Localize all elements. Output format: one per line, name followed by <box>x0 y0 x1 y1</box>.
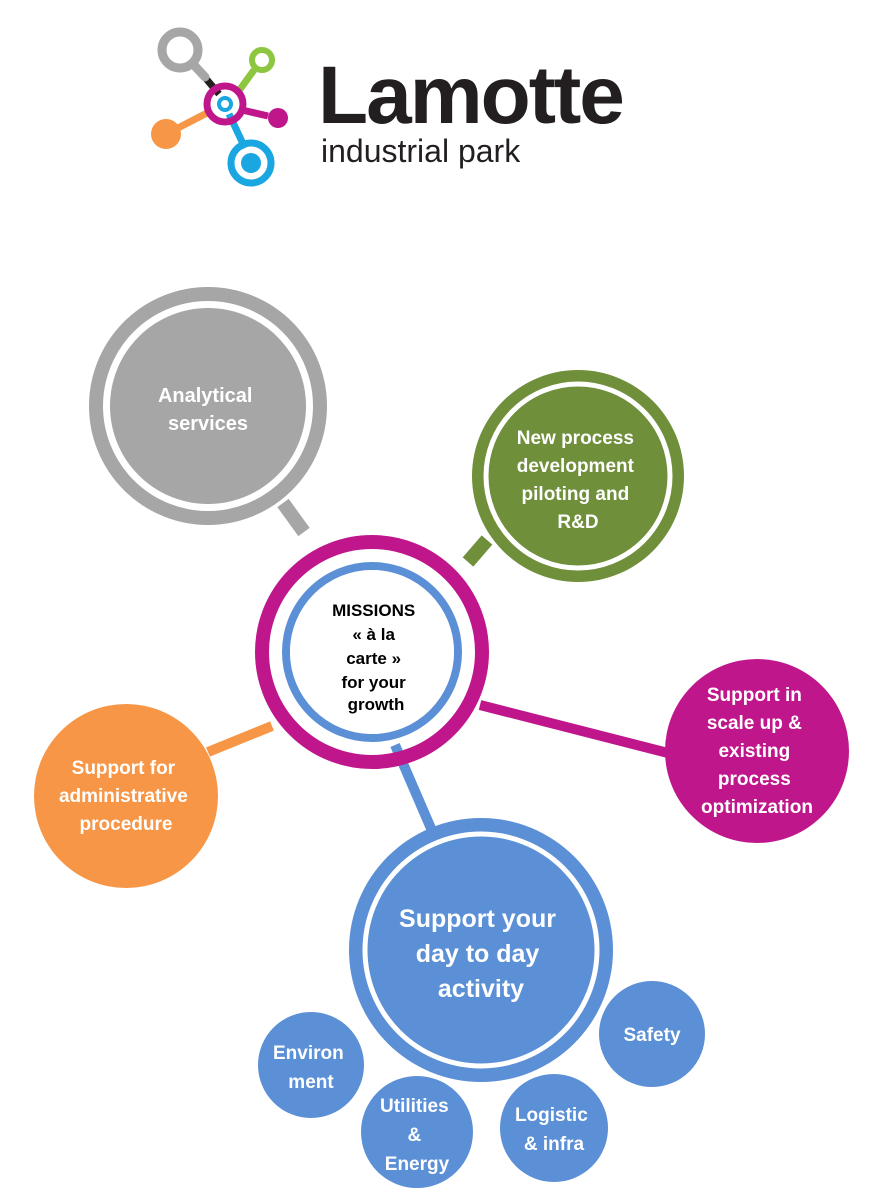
node-administrative: Support for administrative procedure <box>34 704 218 888</box>
node-label-scaleup: Support in scale up & existing process o… <box>701 685 813 818</box>
node-label-admin: Support for administrative procedure <box>59 758 193 835</box>
subnode-environment: Environ ment <box>254 1008 368 1122</box>
node-center-missions: MISSIONS « à la carte » for your growth <box>255 535 489 769</box>
subnode-utilities-energy: Utilities & Energy <box>357 1072 477 1192</box>
subnode-label-safety: Safety <box>623 1025 680 1046</box>
brand-name: Lamotte <box>318 50 623 141</box>
center-label: MISSIONS « à la carte » for your growth <box>332 601 420 714</box>
node-label-daytoday: Support your day to day activity <box>399 905 563 1003</box>
node-day-to-day: Support your day to day activity <box>349 818 613 1082</box>
subnode-label-logistic: Logistic & infra <box>515 1105 593 1155</box>
node-new-process-rnd: New process development piloting and R&D <box>472 370 684 582</box>
connector-rnd <box>462 535 493 567</box>
subnode-logistic-infra: Logistic & infra <box>496 1070 612 1186</box>
subnode-label-environment: Environ ment <box>273 1043 349 1093</box>
node-label-analytical: Analytical services <box>158 385 258 435</box>
connector-scaleup <box>478 700 670 758</box>
logo-mark <box>151 27 288 187</box>
node-label-rnd: New process development piloting and R&D <box>517 428 640 533</box>
subnode-label-utilities: Utilities & Energy <box>380 1096 454 1175</box>
node-analytical-services: Analytical services <box>89 287 327 525</box>
subnode-safety: Safety <box>595 977 709 1091</box>
connector-admin <box>206 721 274 757</box>
brand-subtitle: industrial park <box>321 133 521 169</box>
connector-analytical <box>277 498 310 537</box>
node-scale-up: Support in scale up & existing process o… <box>665 659 849 843</box>
